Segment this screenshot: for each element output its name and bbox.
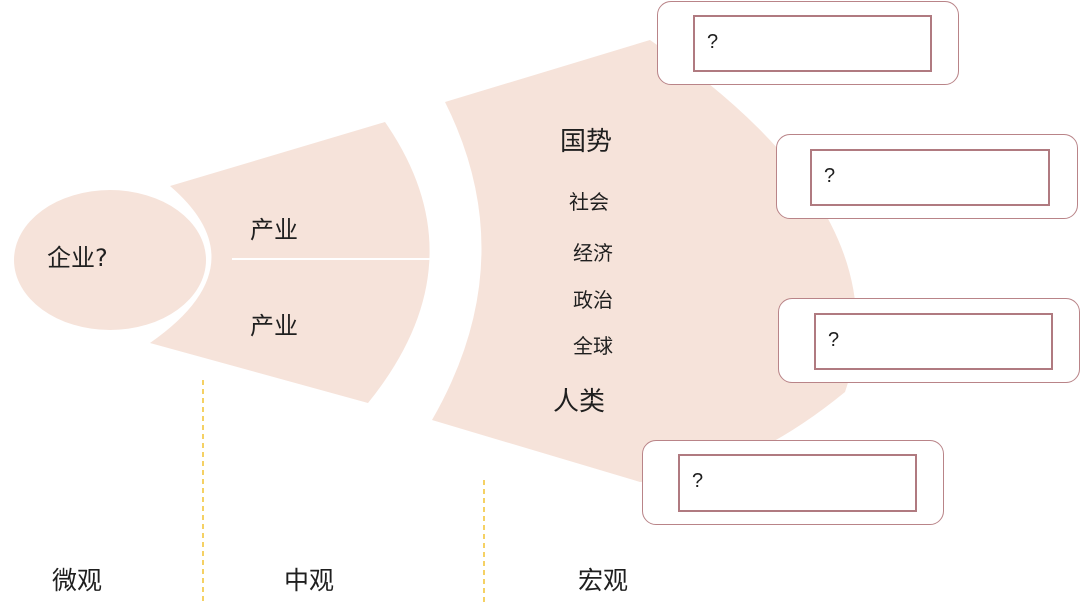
question-box-inner: ? [678,454,917,512]
question-box: ? [776,134,1078,219]
meso-top-label: 产业 [250,216,298,244]
question-box-label: ? [828,329,840,351]
question-box-label: ? [707,31,719,53]
macro-title-top: 国势 [560,127,613,157]
micro-center-label: 企业? [47,244,108,272]
question-box: ? [778,298,1080,383]
question-box-label: ? [692,470,704,492]
question-box: ? [657,1,959,85]
meso-sector [150,122,430,403]
footer-macro-label: 宏观 [578,566,629,595]
macro-item-label: 社会 [569,190,609,214]
meso-bottom-label: 产业 [250,312,298,340]
question-box-label: ? [824,165,836,187]
footer-micro-label: 微观 [52,566,103,595]
question-box-inner: ? [814,313,1053,370]
macro-title-bottom: 人类 [553,387,606,417]
footer-meso-label: 中观 [284,566,335,595]
question-box: ? [642,440,944,525]
macro-item-label: 全球 [573,334,613,358]
question-box-inner: ? [810,149,1050,206]
macro-sector [432,40,857,482]
micro-circle [14,190,206,330]
question-box-inner: ? [693,15,932,72]
macro-item-label: 经济 [573,241,613,265]
macro-item-label: 政治 [573,288,613,312]
